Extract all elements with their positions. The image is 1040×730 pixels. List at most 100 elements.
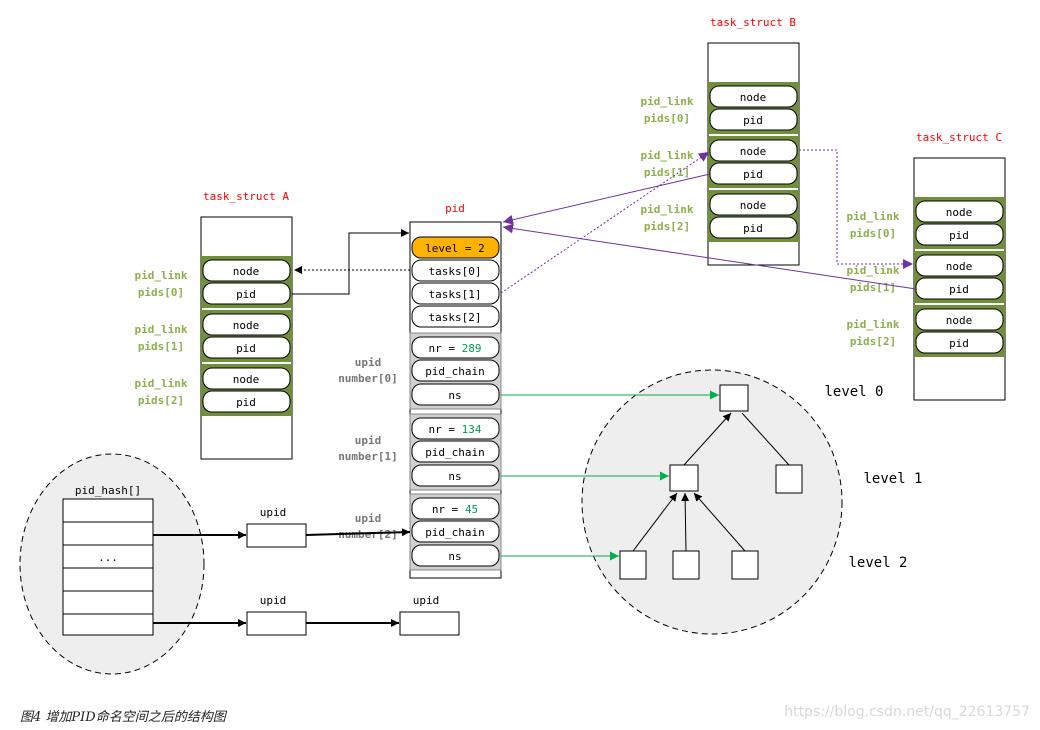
ns-field: [411, 544, 500, 567]
tree-edge: [683, 412, 732, 466]
tasks-label: tasks[1]: [429, 288, 482, 301]
upid-node-3: upid: [399, 594, 460, 636]
node-label: node: [740, 199, 767, 212]
tree-edge: [741, 412, 790, 466]
nr-text: nr = 134: [429, 423, 482, 436]
task-a-pid-link-1: node pid: [201, 310, 292, 362]
task-c-pid-link-2: node pid: [914, 305, 1005, 357]
level-value: level = 2: [425, 242, 485, 255]
upid-node-label: upid: [260, 506, 287, 519]
ns-level2-node: [731, 550, 759, 580]
task-b-to-pid-arrow: [502, 173, 711, 225]
namespace-ellipse: [581, 369, 843, 635]
pid-link-label: pid_link: [135, 323, 188, 336]
pid-label: pid: [743, 114, 763, 127]
upid-node-2: upid: [246, 594, 307, 636]
ns-field: [411, 383, 500, 406]
node-label: node: [946, 314, 973, 327]
tasks-field-0: [411, 259, 500, 282]
pid-link-label: pid_link: [135, 377, 188, 390]
pid-field: [709, 216, 798, 239]
node-field: [915, 254, 1004, 277]
pid-label: pid: [743, 168, 763, 181]
nr-value: 45: [465, 503, 478, 516]
pid-label: pid: [236, 396, 256, 409]
level-label-1: level 1: [863, 471, 922, 487]
task-b-pid-link-1: node pid: [708, 136, 799, 188]
ns-level1-node: [669, 464, 699, 492]
nr-text: nr = 289: [429, 342, 482, 355]
pid-chain-field: [411, 520, 500, 543]
pids-label: pids[2]: [138, 394, 184, 407]
namespace-tree: level 0 level 1 level 2: [581, 369, 923, 635]
upid-node-label: upid: [260, 594, 287, 607]
pid-chain-label: pid_chain: [425, 526, 485, 539]
node-field: [202, 259, 291, 282]
pid-hash-slot: [62, 590, 154, 615]
upid-node-box: [399, 611, 460, 636]
pid-link-label: pid_link: [847, 318, 900, 331]
pid-label: pid: [949, 229, 969, 242]
tree-edge: [681, 492, 690, 552]
upid-number-1: nr = 134 pid_chain ns: [409, 413, 502, 491]
watermark: https://blog.csdn.net/qq_22613757: [784, 704, 1030, 720]
ns-label: ns: [448, 389, 461, 402]
upid-node-box: [246, 523, 307, 548]
upid-node-label: upid: [413, 594, 440, 607]
tasks1-to-task-b-arrow: [500, 151, 710, 294]
pids-label: pids[0]: [138, 286, 184, 299]
upid-number-0: nr = 289 pid_chain ns: [409, 332, 502, 410]
pids-label: pids[0]: [850, 227, 896, 240]
ns-level2-node: [619, 550, 647, 580]
nr-field: [411, 336, 500, 359]
task-a-title: task_struct A: [203, 190, 289, 203]
pid-field: [709, 108, 798, 131]
pids-label: pids[2]: [644, 220, 690, 233]
pid-label: pid: [949, 283, 969, 296]
node-field: [709, 193, 798, 216]
node-label: node: [233, 319, 260, 332]
pid-hash-group: pid_hash[] ...: [19, 453, 205, 675]
pid-field: [202, 336, 291, 359]
pid-link-label: pid_link: [847, 264, 900, 277]
connectors: [153, 149, 917, 627]
pid-chain-field: [411, 359, 500, 382]
pid-hash-slot: [62, 613, 154, 636]
tasks-field-2: [411, 305, 500, 328]
ns-level2-node: [672, 550, 700, 580]
node-label: node: [233, 373, 260, 386]
nr-field: [411, 497, 500, 520]
pid-chain-label: pid_chain: [425, 446, 485, 459]
task-b-title: task_struct B: [710, 16, 796, 29]
task-a-pid-link-0: node pid: [201, 256, 292, 308]
pid-label: pid: [236, 342, 256, 355]
upid-to-pid-chain-arrow: [305, 528, 411, 537]
number-label: number[1]: [338, 450, 398, 463]
pid-title: pid: [445, 202, 465, 215]
nr-prefix: nr =: [432, 503, 465, 516]
pid-label: pid: [949, 337, 969, 350]
pid-field: [202, 282, 291, 305]
pid-field: [709, 162, 798, 185]
pid-label: pid: [236, 288, 256, 301]
pid-field: [202, 390, 291, 413]
pid-field: [915, 223, 1004, 246]
level-field: [411, 236, 500, 259]
tasks-label: tasks[0]: [429, 265, 482, 278]
upid-node-box: [246, 611, 307, 636]
pids-label: pids[2]: [850, 335, 896, 348]
pid-link-label: pid_link: [847, 210, 900, 223]
pid-hash-slot: [62, 567, 154, 592]
nr-text: nr = 45: [432, 503, 478, 516]
task-b-pid-link-2: node pid: [708, 190, 799, 242]
nr-value: 134: [462, 423, 482, 436]
level-label-0: level 0: [824, 384, 883, 400]
pid-chain-field: [411, 440, 500, 463]
task-b-pid-link-0: node pid: [708, 82, 799, 134]
ns-level0-node: [719, 384, 749, 412]
node-label: node: [946, 206, 973, 219]
nr-prefix: nr =: [429, 342, 462, 355]
node-label: node: [740, 91, 767, 104]
task-a-pid-link-2: node pid: [201, 364, 292, 416]
